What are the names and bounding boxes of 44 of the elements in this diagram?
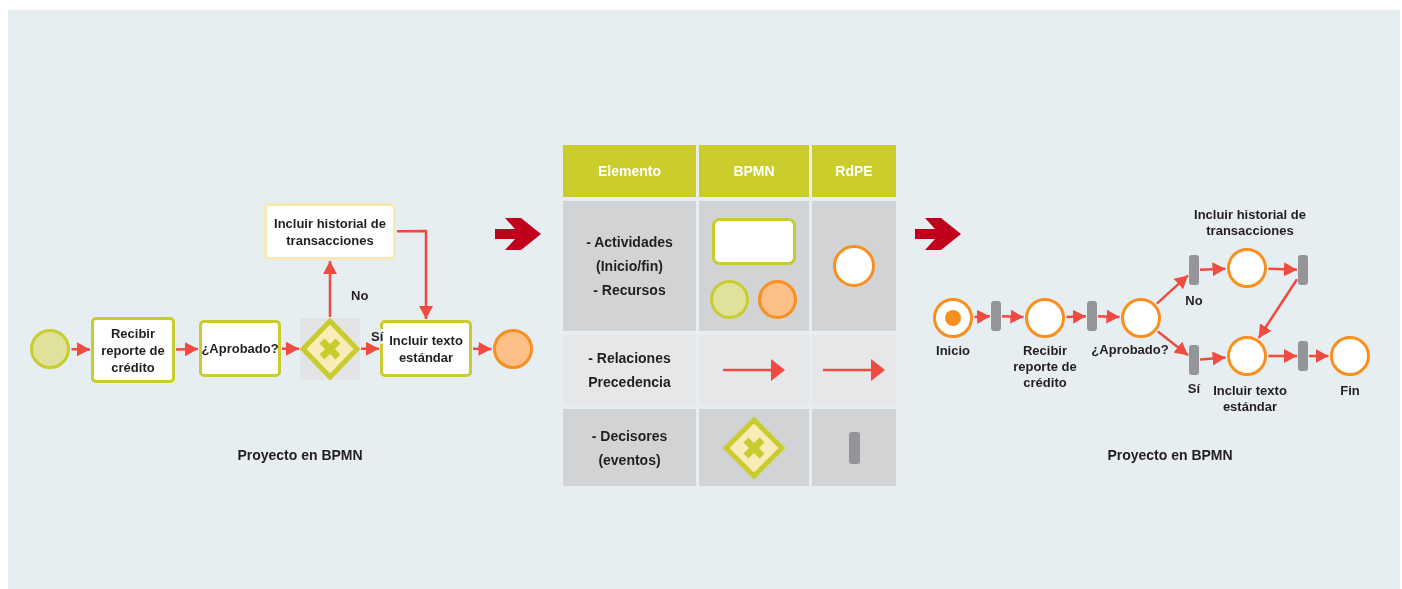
arrow (1156, 274, 1189, 305)
cell-text: - Recursos (593, 282, 666, 298)
arrow (974, 309, 991, 324)
diagram-caption: Proyecto en BPMN (237, 447, 363, 463)
arrow (397, 229, 433, 319)
cell-text: - Relaciones Precedencia (588, 350, 671, 390)
gateway-diamond (300, 318, 360, 380)
place-label: Recibir reporte de crédito (1012, 343, 1078, 391)
arrow (1001, 309, 1024, 324)
cell-text: - Actividades (Inicio/fin) (586, 234, 673, 274)
place-label: Incluir texto estándar (1212, 383, 1288, 415)
arrow (176, 342, 198, 357)
place-label: Fin (1340, 383, 1360, 399)
cell-text: - Decisores (eventos) (591, 427, 668, 468)
arrow (1097, 309, 1120, 324)
branch-label: Sí (1187, 381, 1201, 396)
arrow (473, 341, 492, 356)
place-label: Inicio (936, 343, 970, 359)
arrow (71, 342, 90, 357)
task-box (199, 320, 281, 377)
arrow (1268, 349, 1297, 363)
arrow (1199, 351, 1226, 366)
edge-label: Sí (371, 329, 384, 344)
place-label: Incluir historial de transacciones (1193, 207, 1307, 239)
place-label: ¿Aprobado? (1091, 342, 1169, 358)
task-label: Incluir texto estándar (389, 332, 463, 365)
branch-label: No (1185, 293, 1203, 308)
edge-label: No (351, 288, 369, 303)
arrow (323, 261, 337, 317)
diagram-caption: Proyecto en BPMN (1107, 447, 1233, 463)
arrow (282, 341, 299, 356)
column-header: BPMN (733, 161, 775, 181)
arrow (1309, 349, 1329, 363)
arrow (1268, 262, 1298, 277)
arrow (1199, 262, 1226, 277)
arrow (1066, 309, 1087, 324)
task-box (91, 317, 175, 383)
arrow (361, 341, 379, 356)
column-header: Elemento (598, 161, 661, 181)
task-label: Incluir historial de transacciones (274, 215, 386, 248)
task-label: Recibir reporte de crédito (101, 325, 165, 375)
task-label: ¿Aprobado? (201, 341, 279, 356)
task-box (264, 203, 396, 260)
column-header: RdPE (835, 161, 873, 181)
